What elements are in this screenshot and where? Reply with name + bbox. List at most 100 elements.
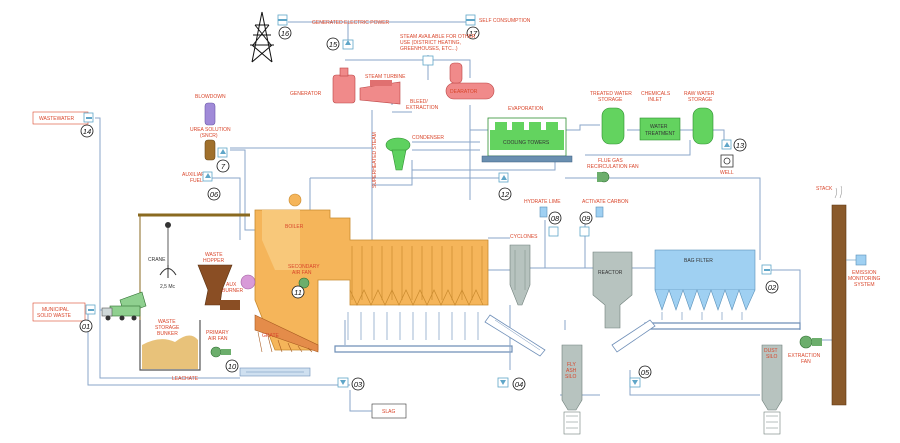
deaerator-label: DEARATOR xyxy=(450,89,478,95)
fan-icon xyxy=(597,171,610,183)
primary-air-fan-label-2: AIR FAN xyxy=(208,336,228,342)
hydrate-lime-label: HYDRATE LIME xyxy=(524,199,561,205)
chemicals-label-2: INLET xyxy=(648,97,662,103)
marker-06: 06 xyxy=(210,190,219,199)
dump-truck-icon xyxy=(101,291,147,321)
reactor-label: REACTOR xyxy=(598,270,623,276)
urea-label: UREA SOLUTION xyxy=(190,127,231,133)
treated-water-label-2: STORAGE xyxy=(598,97,623,103)
bag-filter-label: BAG FILTER xyxy=(684,258,713,264)
stack-label: STACK xyxy=(816,186,833,192)
treated-water-tank xyxy=(601,107,625,145)
emission-monitoring-icon xyxy=(846,254,867,266)
boiler-label: BOILER xyxy=(285,224,304,230)
steam-turbine xyxy=(359,80,401,105)
boiler-tube-bank xyxy=(349,246,484,306)
marker-7-group: 7 xyxy=(216,147,230,173)
wastewater-label: WASTEWATER xyxy=(39,116,74,122)
marker-09-circle xyxy=(579,211,593,225)
raw-water-label-2: STORAGE xyxy=(688,97,713,103)
primary-air-fan-label: PRIMARY xyxy=(206,330,229,336)
well-marker-13: 13 xyxy=(721,138,747,152)
self-consumption-marker: 17 xyxy=(465,14,480,40)
raw-water-tank xyxy=(692,107,714,145)
water-treatment-unit xyxy=(639,117,681,141)
marker-16: 16 xyxy=(281,29,290,38)
raw-water-label: RAW WATER xyxy=(684,91,715,97)
fly-ash-silo-label-2: ASH xyxy=(566,368,577,374)
slag-label: SLAG xyxy=(382,409,395,415)
fly-ash-silo-label: FLY xyxy=(567,362,576,368)
marker-02-group: 02 xyxy=(761,264,779,294)
marker-05: 05 xyxy=(641,368,650,377)
condenser-label: CONDENSER xyxy=(412,135,444,141)
marker-02: 02 xyxy=(768,283,777,292)
evaporation-label: EVAPORATION xyxy=(508,106,544,112)
power-marker-15: 15 xyxy=(326,37,354,51)
marker-12: 12 xyxy=(501,190,510,199)
marker-10-circle xyxy=(225,359,239,373)
municipal-waste-box xyxy=(32,302,86,322)
municipal-waste-label: MUNICIPAL xyxy=(42,307,69,313)
grate xyxy=(254,314,319,353)
marker-12-group: 12 xyxy=(498,172,512,201)
crane-hook-icon xyxy=(159,265,177,278)
crane-label: CRANE xyxy=(148,257,166,263)
marker-06-group: 06 xyxy=(202,171,221,201)
hydrate-lime-tank xyxy=(539,206,548,218)
secondary-air-fan-label: SECONDARY xyxy=(288,264,320,270)
steam-turbine-label: STEAM TURBINE xyxy=(365,74,406,80)
waste-hopper-label: WASTE xyxy=(205,252,223,258)
waste-hopper xyxy=(197,264,240,310)
deaerator xyxy=(445,62,495,100)
chemicals-label: CHEMICALS xyxy=(641,91,671,97)
leachate-label: LEACHATE xyxy=(172,376,199,382)
aux-burner xyxy=(240,274,256,290)
carbon-dosing-icon xyxy=(579,226,590,237)
stack xyxy=(831,185,847,406)
treated-water-label: TREATED WATER xyxy=(590,91,632,97)
aux-burner-label: AUX xyxy=(226,282,237,288)
steam-outlet-icon xyxy=(422,55,434,66)
emission-monitoring-label-3: SYSTEM xyxy=(854,282,875,288)
primary-air-fan-icon xyxy=(210,346,231,358)
marker-13: 13 xyxy=(736,141,745,150)
marker-11-circle xyxy=(291,285,305,299)
waste-storage-label-3: BUNKER xyxy=(157,331,178,337)
dust-silo xyxy=(761,344,783,435)
secondary-air-fan-label-2: AIR FAN xyxy=(292,270,312,276)
bleed-label: BLEED/ xyxy=(410,99,428,105)
emission-monitoring-label: EMISSION xyxy=(852,270,877,276)
transmission-tower-icon xyxy=(250,11,274,63)
ash-screw-conveyor-2 xyxy=(611,319,656,353)
flue-gas-fan-label-2: RECIRCULATION FAN xyxy=(587,164,639,170)
waste-storage-label: WASTE xyxy=(158,319,176,325)
slag-conveyor: 03 xyxy=(239,367,365,391)
well-icon xyxy=(720,154,734,168)
extraction-fan-icon xyxy=(799,335,822,349)
marker-15: 15 xyxy=(329,40,338,49)
well-label: WELL xyxy=(720,170,734,176)
waste-storage-bunker xyxy=(139,320,201,371)
fly-ash-silo xyxy=(561,344,583,435)
auxiliary-fuel-label: AUXILIARY xyxy=(182,172,209,178)
boiler xyxy=(254,193,489,351)
crane-capacity-label: 2,5 Mc xyxy=(160,284,176,290)
dust-silo-label: DUST xyxy=(764,348,778,354)
cyclones xyxy=(509,244,531,306)
fly-ash-silo-label-3: SILO xyxy=(565,374,577,380)
water-treatment-label: WATER xyxy=(650,124,668,130)
marker-01: 01 xyxy=(82,322,90,331)
marker-05-group: 05 xyxy=(629,365,652,388)
blowdown-tank xyxy=(204,102,216,126)
marker-11: 11 xyxy=(294,288,302,297)
marker-10: 10 xyxy=(228,362,237,371)
condenser xyxy=(385,137,411,171)
marker-03: 03 xyxy=(354,380,363,389)
marker-04-group: 04 xyxy=(497,377,526,391)
superheated-steam-label: SUPERHEATED STEAM xyxy=(372,132,378,188)
steam-available-label-3: GREENHOUSES, ETC...) xyxy=(400,46,458,52)
process-lines xyxy=(87,21,841,396)
power-marker-16: 16 xyxy=(277,14,292,40)
